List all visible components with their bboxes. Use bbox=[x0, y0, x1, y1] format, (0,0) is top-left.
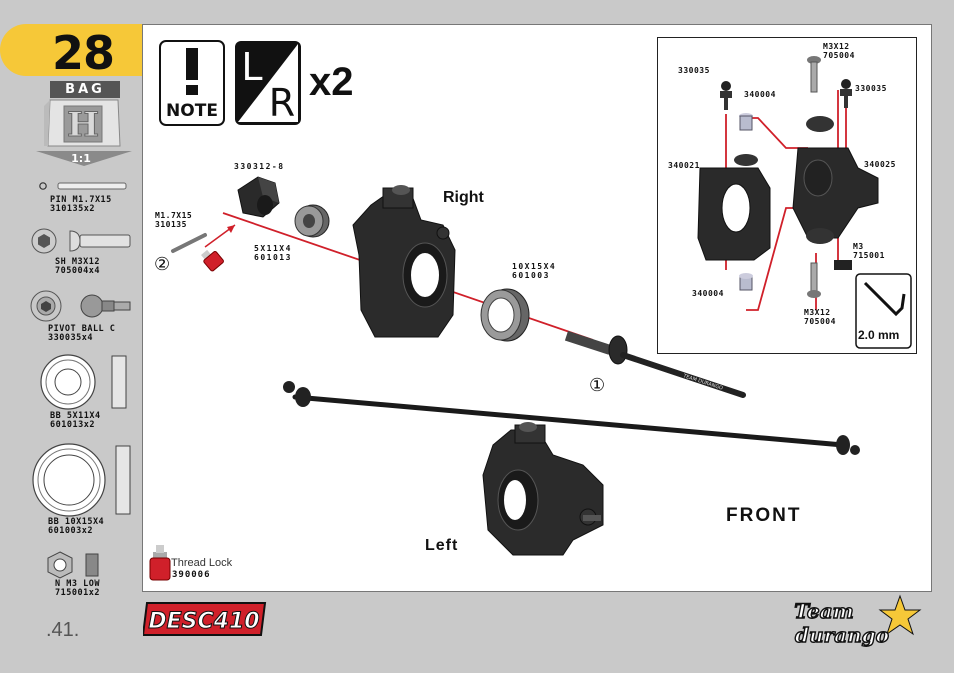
inset-ball-left bbox=[720, 81, 732, 110]
inset-left-carrier bbox=[697, 154, 771, 261]
scale-label: 1:1 bbox=[71, 152, 91, 165]
bearing-10x15-part bbox=[480, 288, 530, 342]
exploded-diagram: TEAM DURANGO bbox=[149, 176, 860, 581]
thread-lock-small-icon bbox=[201, 249, 224, 272]
page-number: .41. bbox=[46, 619, 80, 641]
inset-top-screw bbox=[807, 56, 821, 93]
right-side-label: Right bbox=[443, 189, 484, 206]
part-name: N M3 LOW bbox=[55, 579, 100, 589]
inset-bottom-screw-label: M3X12 705004 bbox=[804, 308, 836, 326]
inset-diagram bbox=[697, 56, 912, 349]
inset-nut bbox=[834, 260, 852, 270]
hub-label: 330312-8 bbox=[234, 162, 285, 171]
shaft-text: TEAM DURANGO bbox=[681, 373, 723, 392]
note-label: NOTE bbox=[166, 101, 218, 121]
inset-bushing-bottom bbox=[739, 273, 753, 291]
inset-bottom-screw bbox=[807, 262, 821, 298]
part-code: 330035x4 bbox=[48, 333, 93, 343]
brand-logo: Team durango bbox=[794, 594, 922, 648]
thread-lock-icon bbox=[149, 545, 171, 581]
inset-ball-right-label: 330035 bbox=[855, 84, 887, 93]
right-letter: R bbox=[269, 81, 295, 125]
part-code: 705004x4 bbox=[55, 266, 100, 276]
thread-lock-code: 390006 bbox=[172, 570, 211, 580]
front-label: FRONT bbox=[726, 505, 802, 526]
part-code: 715001x2 bbox=[55, 588, 100, 598]
inset-nut-label: M3 715001 bbox=[853, 242, 885, 260]
bag-icon: H bbox=[36, 99, 132, 166]
thread-lock-label: Thread Lock bbox=[171, 557, 233, 569]
brand-logo-line2: durango bbox=[795, 623, 889, 647]
product-logo: DESC410 bbox=[143, 602, 267, 636]
brand-logo-line1: Team bbox=[794, 599, 853, 623]
pivot-ball-icon bbox=[30, 290, 131, 322]
left-letter: L bbox=[241, 45, 262, 89]
inset-ball-left-label: 330035 bbox=[678, 66, 710, 75]
pin-icon bbox=[39, 182, 127, 190]
part-name: BB 10X15X4 bbox=[48, 517, 105, 527]
pin-code-label: 310135 bbox=[155, 220, 187, 229]
part-name: SH M3X12 bbox=[55, 257, 100, 267]
part-code: 310135x2 bbox=[50, 204, 95, 214]
pin-part bbox=[171, 233, 207, 253]
bearing-5x11-icon bbox=[40, 354, 127, 410]
step-number: 28 bbox=[52, 26, 115, 80]
part-code: 601013x2 bbox=[50, 420, 95, 430]
bag-label: BAG bbox=[50, 81, 120, 98]
callout-2: ② bbox=[154, 254, 171, 275]
inset-ball-right bbox=[840, 79, 852, 108]
part-name: PIN M1.7X15 bbox=[50, 195, 112, 205]
left-right-icon: L R bbox=[235, 41, 301, 125]
multiplier-label: x2 bbox=[309, 60, 354, 104]
note-icon: NOTE bbox=[159, 40, 225, 126]
inset-right-part-label: 340025 bbox=[864, 160, 896, 169]
hex-hub-part bbox=[237, 176, 280, 218]
right-hub-carrier-part bbox=[352, 185, 456, 338]
part-name: PIVOT BALL C bbox=[48, 324, 116, 334]
inset-right-carrier bbox=[792, 116, 879, 244]
bearing-5-code-label: 601013 bbox=[254, 253, 292, 262]
product-logo-text: DESC410 bbox=[148, 609, 259, 634]
pin-label: M1.7X15 bbox=[155, 211, 193, 220]
tool-size-label: 2.0 mm bbox=[858, 328, 900, 342]
bearing-10-code-label: 601003 bbox=[512, 271, 550, 280]
right-drive-axle-part: TEAM DURANGO bbox=[564, 331, 746, 398]
screw-icon bbox=[31, 228, 131, 254]
step-tab bbox=[0, 24, 142, 76]
bearing-5-label: 5X11X4 bbox=[254, 244, 292, 253]
bearing-10x15-icon bbox=[32, 443, 131, 517]
callout-1: ① bbox=[589, 375, 606, 396]
hex-key-tool bbox=[855, 273, 912, 349]
nut-icon bbox=[47, 551, 99, 579]
inset-bushing-top bbox=[739, 113, 753, 131]
inset-left-part-label: 340021 bbox=[668, 161, 700, 170]
bearing-5x11-part bbox=[294, 204, 330, 238]
inset-bushing-top-label: 340004 bbox=[744, 90, 776, 99]
left-hub-carrier-part bbox=[482, 422, 604, 556]
left-side-label: Left bbox=[425, 537, 459, 554]
part-code: 601003x2 bbox=[48, 526, 93, 536]
part-name: BB 5X11X4 bbox=[50, 411, 101, 421]
bag-letter: H bbox=[67, 105, 99, 145]
inset-bushing-bottom-label: 340004 bbox=[692, 289, 724, 298]
left-drive-shaft-part bbox=[283, 381, 860, 455]
bearing-10-label: 10X15X4 bbox=[512, 262, 557, 271]
inset-top-screw-label: M3X12 705004 bbox=[823, 42, 855, 60]
